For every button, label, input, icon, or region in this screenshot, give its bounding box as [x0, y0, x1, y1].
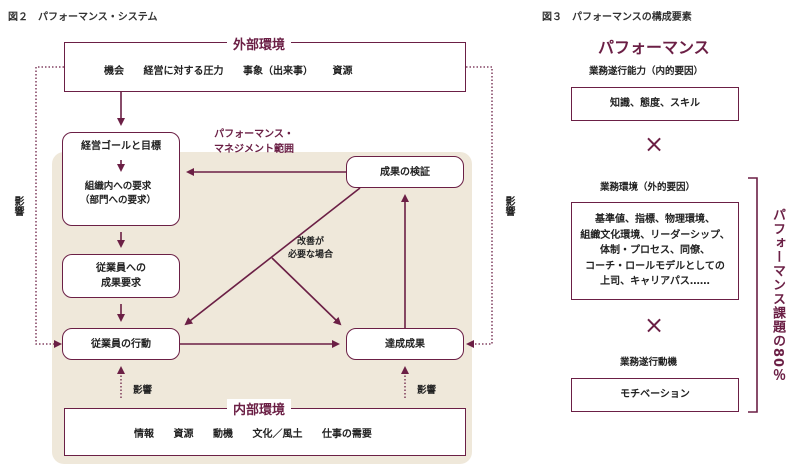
- improvement-note-label: 改善が 必要な場合: [288, 237, 334, 261]
- influence-left-dotted-arrow: [35, 66, 64, 345]
- fig2-title: 図２ パフォーマンス・システム: [8, 12, 158, 23]
- performance-management-scope-label: パフォーマンス・ マネジメント範囲: [214, 129, 294, 155]
- goals-label: 経営ゴールと目標: [81, 141, 161, 152]
- arrowhead-bottom-right-influence: [401, 366, 409, 374]
- internal-item-motive: 動機: [212, 429, 233, 440]
- performance-heading: パフォーマンス: [598, 38, 710, 57]
- internal-factor-box: 知識、態度、スキル: [571, 87, 739, 121]
- multiply-symbol-1: ×: [644, 130, 665, 158]
- internal-environment-items: 情報 資源 動機 文化／風土 仕事の需要: [126, 425, 380, 440]
- arrowhead-bottom-left-influence: [117, 366, 125, 374]
- external-factor-box: 基準値、指標、物理環境、 組織文化環境、リーダーシップ、 体制・プロセス、同僚、…: [571, 202, 739, 300]
- internal-item-information: 情報: [134, 429, 154, 440]
- org-request-label: 組織内への要求 （部門への要求）: [80, 181, 157, 207]
- external-item-events: 事象（出来事）: [242, 66, 313, 77]
- multiply-symbol-2: ×: [644, 311, 665, 339]
- external-environment-items: 機会 経営に対する圧力 事象（出来事） 資源: [96, 62, 360, 77]
- influence-left-label: 影響: [12, 196, 23, 216]
- employee-request-box: 従業員への 成果要求: [62, 254, 180, 298]
- external-environment-title: 外部環境: [227, 34, 292, 53]
- fig3-title: 図３ パフォーマンスの構成要素: [542, 12, 692, 23]
- motivation-label: 業務遂行動機: [620, 357, 678, 368]
- influence-right-label: 影響: [503, 196, 514, 216]
- internal-item-resources: 資源: [173, 429, 194, 440]
- employee-action-box: 従業員の行動: [62, 328, 180, 360]
- performance-issue-bracket: [748, 177, 758, 413]
- influence-right-dotted-arrow: [466, 66, 493, 345]
- internal-environment-title: 内部環境: [227, 399, 292, 418]
- arrowhead-left-influence: [54, 340, 62, 348]
- influence-bottom-right-label: 影響: [417, 385, 437, 396]
- performance-issue-80-label: パフォーマンス課題の80％: [770, 208, 785, 383]
- internal-item-culture: 文化／風土: [252, 429, 303, 440]
- influence-bottom-left-label: 影響: [133, 385, 153, 396]
- external-factor-label: 業務環境（外的要因）: [600, 182, 696, 193]
- arrow-improvement-to-achieved: [271, 257, 342, 326]
- achieved-results-box: 達成成果: [346, 328, 464, 360]
- external-item-resources: 資源: [332, 66, 353, 77]
- motivation-box: モチベーション: [571, 378, 739, 412]
- goals-group-box: 経営ゴールと目標: [62, 132, 180, 226]
- internal-factor-label: 業務遂行能力（内的要因）: [589, 66, 704, 77]
- internal-item-work-demand: 仕事の需要: [321, 429, 372, 440]
- verify-results-box: 成果の検証: [346, 156, 464, 188]
- arrowhead-right-influence: [466, 340, 474, 348]
- arrow-verify-to-action: [184, 187, 361, 326]
- external-item-pressure: 経営に対する圧力: [143, 66, 224, 77]
- external-item-opportunity: 機会: [104, 66, 124, 77]
